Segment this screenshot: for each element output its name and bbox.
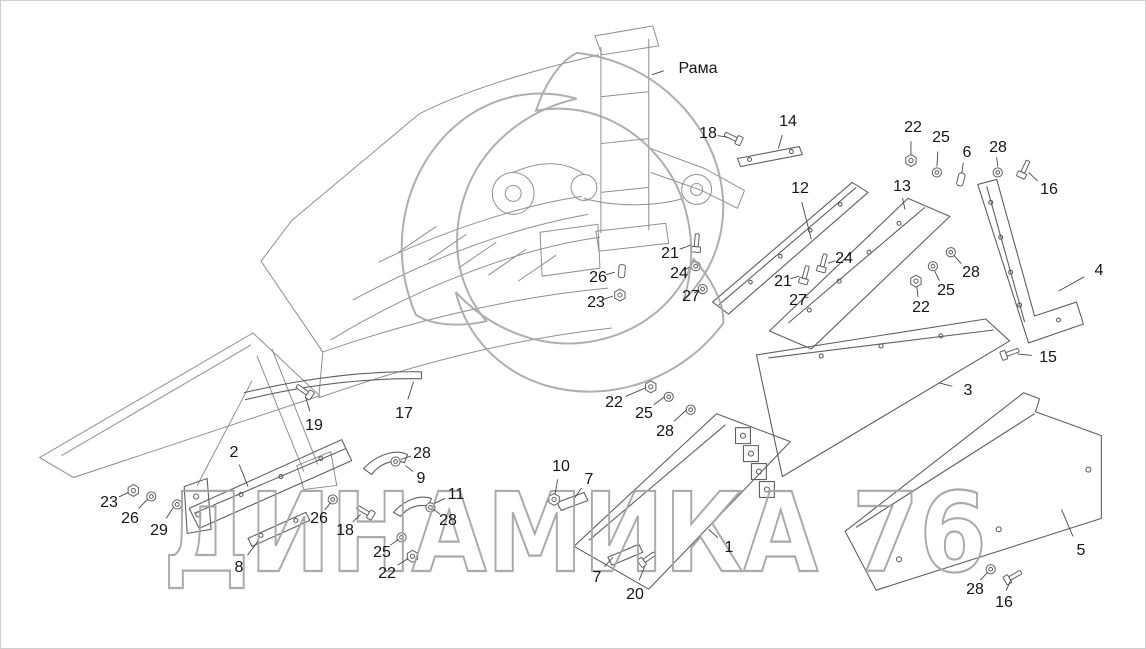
watermark-text: ДИНАМИКА 76 [163,469,986,597]
part-14-strip [736,146,803,168]
part-3-shield [755,318,1011,478]
part-2-bracket [183,439,353,534]
part-13-strip [768,197,951,350]
part-7-bar-upper [556,491,589,511]
part-8-plate [247,511,311,547]
part-4-channel [977,178,1084,344]
part-5-shield [844,392,1102,591]
part-1-shield [573,413,791,590]
frame-label-leader [651,70,664,76]
detached-parts-drawing [183,146,1102,591]
part-7-bar-lower [607,543,644,566]
callout-leader-lines [118,134,1085,591]
harvester-body-drawing [38,25,745,491]
part-12-strip [712,181,869,315]
part-17-rod [243,371,423,401]
frame-label: Рама [678,60,718,77]
part-9-bracket [363,451,409,476]
